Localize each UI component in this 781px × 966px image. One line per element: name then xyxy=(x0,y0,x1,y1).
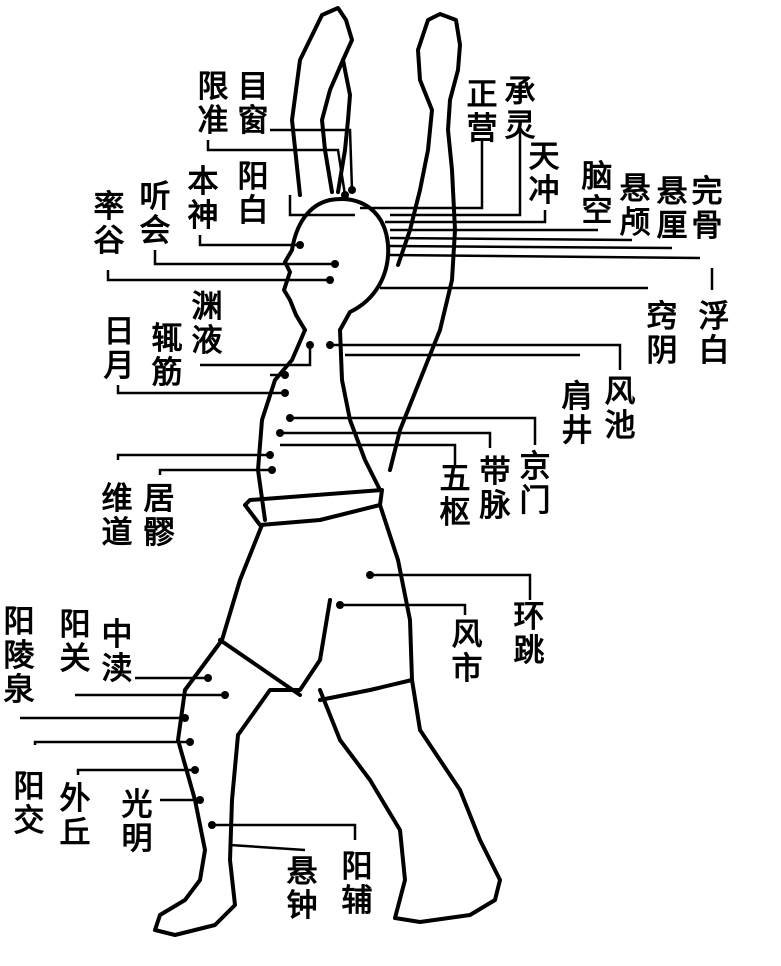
torso-front xyxy=(256,328,307,522)
label-tian-chong: 天冲 xyxy=(528,139,560,209)
label-nao-kong: 脑空 xyxy=(581,159,613,229)
label-ting-hui: 听会 xyxy=(139,179,171,249)
shorts-hem-left xyxy=(218,638,302,697)
label-wu-shu: 五枢 xyxy=(439,461,471,531)
label-wan-gu: 完骨 xyxy=(691,174,723,244)
label-fu-bai: 浮白 xyxy=(698,299,730,369)
label-xuan-li: 悬厘 xyxy=(656,174,688,244)
label-yang-ling-quan: 阳陵泉 xyxy=(3,604,35,708)
label-yuan-ye: 渊液 xyxy=(191,289,223,359)
right-hand-outline xyxy=(388,12,462,472)
head-outline xyxy=(328,197,391,332)
label-zheng-ying: 正营 xyxy=(466,77,498,147)
label-jian-jing: 肩井 xyxy=(561,379,593,449)
left-leg-outline xyxy=(153,523,264,937)
label-yang-fu: 阳辅 xyxy=(341,849,373,919)
label-xian-zhun: 限准 xyxy=(197,69,229,139)
label-zhong-du: 中渎 xyxy=(101,617,133,687)
label-wei-dao: 维道 xyxy=(101,481,133,551)
right-leg-outline xyxy=(318,503,502,924)
label-feng-shi: 风市 xyxy=(451,617,483,687)
torso-back xyxy=(338,328,382,492)
label-huan-tiao: 环跳 xyxy=(513,599,545,669)
face-outline xyxy=(282,198,332,332)
label-xuan-lu: 悬颅 xyxy=(619,171,651,241)
label-shuai-gu: 率谷 xyxy=(93,189,125,259)
label-ben-shen: 本神 xyxy=(187,164,219,234)
label-yang-jiao: 阳交 xyxy=(13,769,45,839)
label-wai-qiu: 外丘 xyxy=(59,781,91,851)
label-ju-liao: 居髎 xyxy=(143,481,175,551)
label-mu-chuang: 目窗 xyxy=(237,69,269,139)
label-qiao-yin: 窍阴 xyxy=(646,299,678,369)
left-leg-inner xyxy=(236,598,332,737)
label-jing-men: 京门 xyxy=(519,449,551,519)
label-yang-guan: 阳关 xyxy=(59,607,91,677)
label-guang-ming: 光明 xyxy=(121,787,153,857)
shorts-hem xyxy=(318,678,414,702)
left-arm-outline xyxy=(290,6,354,197)
right-forearm-outline xyxy=(396,48,434,267)
right-arm-outline xyxy=(336,58,352,194)
acupoint-dots xyxy=(181,186,374,829)
label-dai-mai: 带脉 xyxy=(479,454,511,524)
label-xuan-zhong: 悬钟 xyxy=(286,854,318,924)
label-yang-bai: 阳白 xyxy=(237,159,269,229)
label-cheng-ling: 承灵 xyxy=(504,74,536,144)
label-ri-yue: 日月 xyxy=(103,314,135,384)
label-zhe-jin: 辄筋 xyxy=(151,321,183,391)
label-feng-chi: 风池 xyxy=(604,374,636,444)
